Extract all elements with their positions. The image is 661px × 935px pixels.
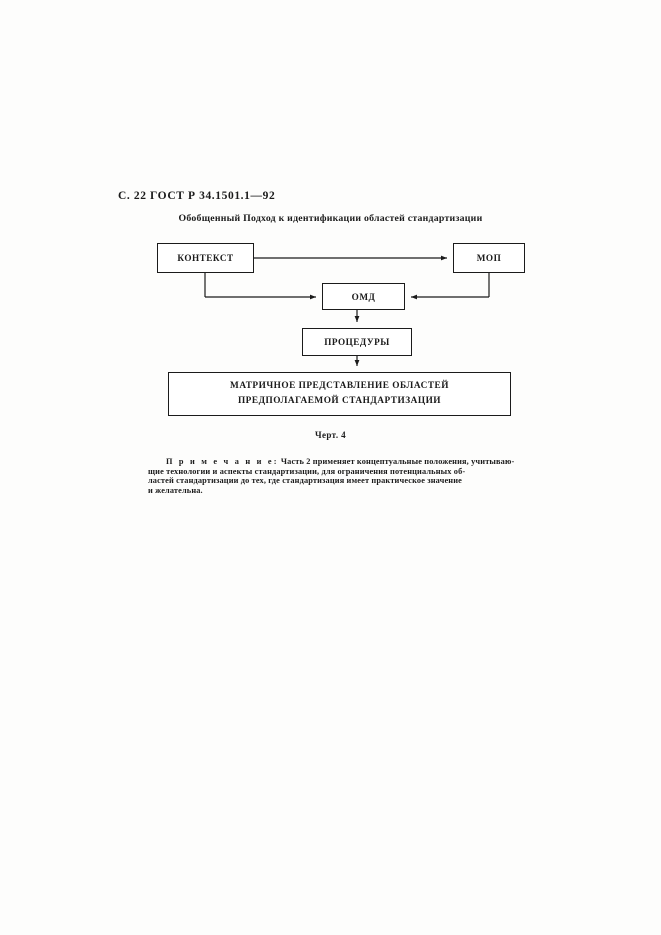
note-line-1: Часть 2 применяет концептуальные положен… (278, 457, 515, 466)
diagram-node-matrix-line1: МАТРИЧНОЕ ПРЕДСТАВЛЕНИЕ ОБЛАСТЕЙ (230, 381, 449, 391)
note-block: П р и м е ч а н и е: Часть 2 применяет к… (148, 457, 524, 495)
note-line-3: ластей стандартизации до тех, где станда… (148, 476, 462, 486)
note-line-4: и желательна. (148, 485, 203, 495)
diagram-node-matrix-line2: ПРЕДПОЛАГАЕМОЙ СТАНДАРТИЗАЦИИ (237, 396, 442, 406)
diagram-node-omd: ОМД (322, 283, 405, 310)
diagram-node-matrix: МАТРИЧНОЕ ПРЕДСТАВЛЕНИЕ ОБЛАСТЕЙ ПРЕДПОЛ… (168, 372, 511, 416)
note-line-2: щие технологии и аспекты стандартизации,… (148, 466, 466, 476)
note-label: П р и м е ч а н и е: (166, 457, 279, 466)
figure-caption: Черт. 4 (314, 430, 347, 440)
diagram-node-procedures: ПРОЦЕДУРЫ (302, 328, 412, 356)
diagram-node-procedures-label: ПРОЦЕДУРЫ (324, 337, 390, 347)
page-header: С. 22 ГОСТ Р 34.1501.1—92 (118, 190, 276, 202)
diagram-node-mop: МОП (453, 243, 525, 273)
diagram-node-context: КОНТЕКСТ (157, 243, 254, 273)
figure-title: Обобщенный Подход к идентификации област… (178, 213, 483, 224)
